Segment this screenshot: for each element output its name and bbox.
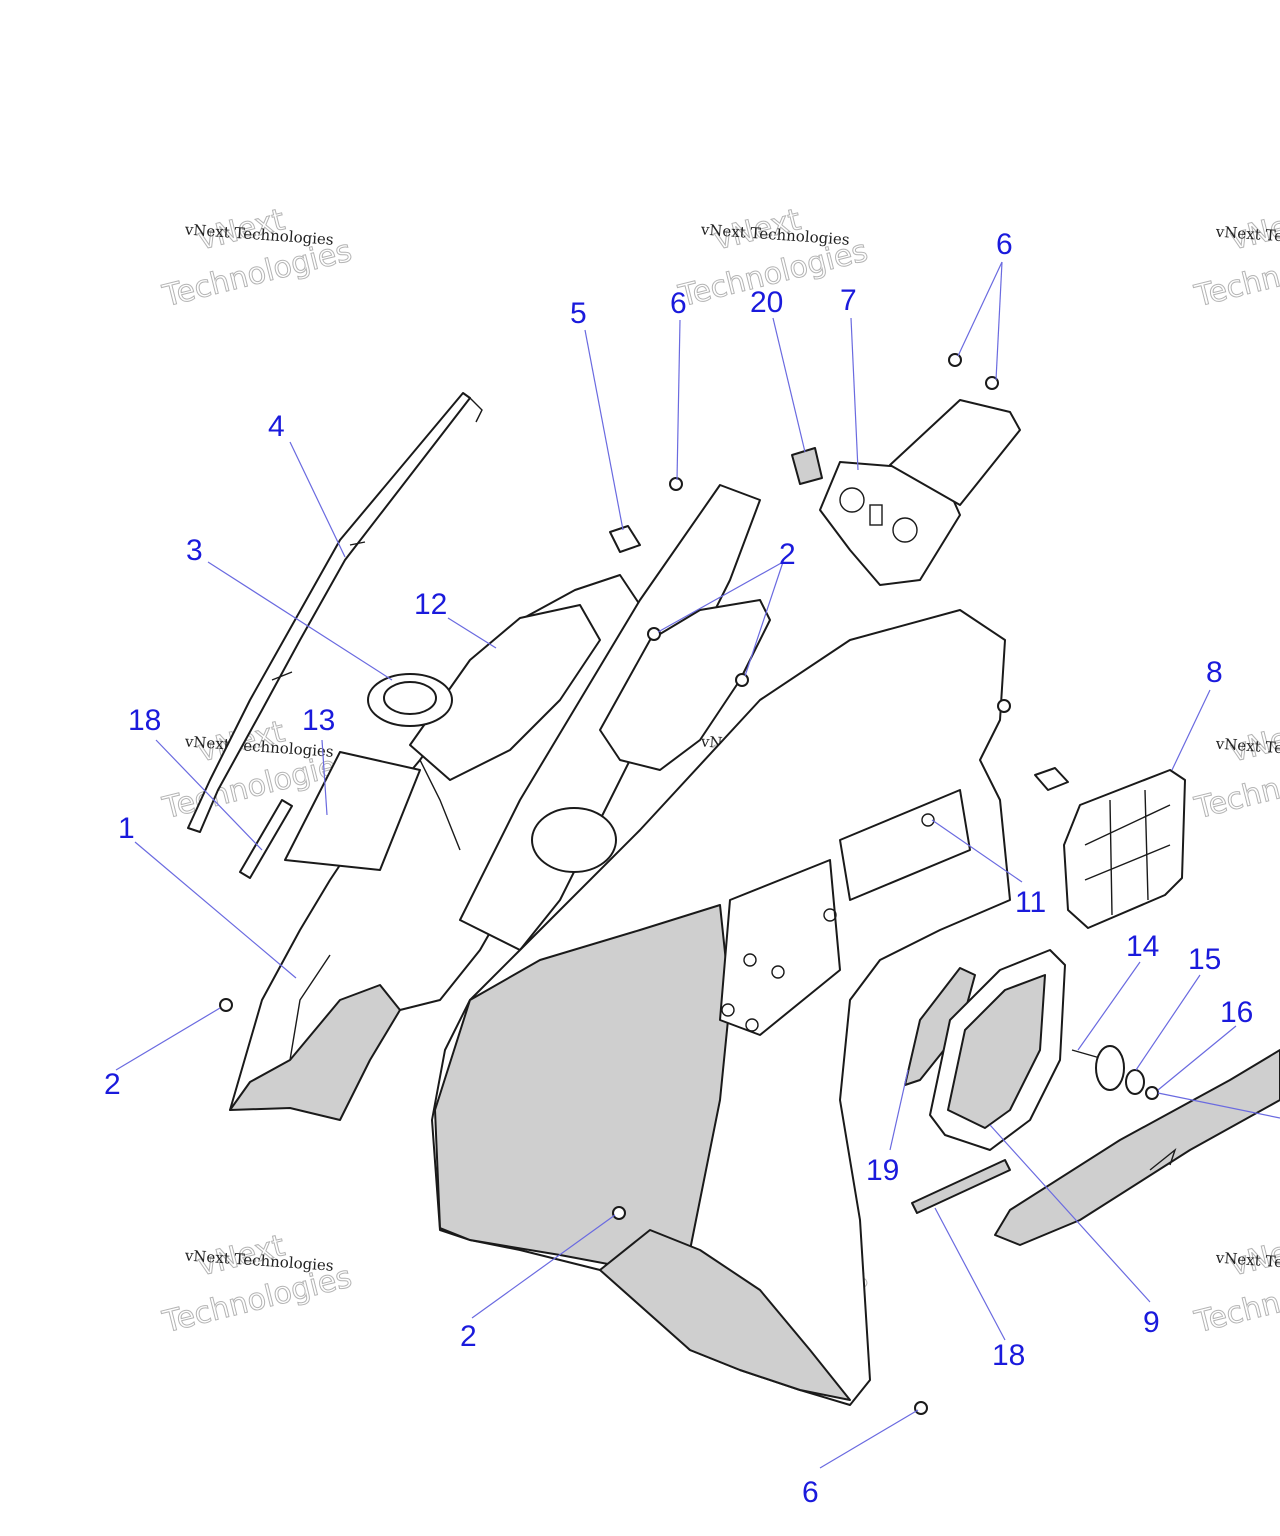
svg-text:Technolo: Technolo [1191, 760, 1280, 826]
callout-labels: 6 5 6 20 7 4 3 2 12 8 18 13 1 11 14 15 1… [104, 228, 1253, 1509]
callout-6-top-center: 6 [670, 287, 687, 320]
callout-14: 14 [1126, 930, 1159, 963]
watermark-top-right: vNe Technolo vNext Te [1190, 209, 1280, 315]
callout-3: 3 [186, 534, 203, 567]
callout-8: 8 [1206, 656, 1223, 689]
callout-5: 5 [570, 297, 587, 330]
callout-6-top-right: 6 [996, 228, 1013, 261]
svg-text:Technolo: Technolo [1191, 1274, 1280, 1340]
part-18-rod-left [239, 799, 293, 879]
part-5-speed-nut [609, 525, 641, 553]
callout-2-upper: 2 [779, 538, 796, 571]
leader-lines [115, 261, 1280, 1469]
callout-19: 19 [866, 1154, 899, 1187]
callout-2-left: 2 [104, 1068, 121, 1101]
callout-16: 16 [1220, 996, 1253, 1029]
callout-2-bottom: 2 [460, 1320, 477, 1353]
part-14-15-16-fastener-stack [1071, 1045, 1159, 1100]
part-18-rod-right [911, 1159, 1011, 1214]
callout-18-right: 18 [992, 1339, 1025, 1372]
svg-text:vNext Te: vNext Te [1214, 223, 1280, 246]
callout-15: 15 [1188, 943, 1221, 976]
part-12-top-panel [409, 604, 601, 781]
callout-11: 11 [1015, 886, 1046, 919]
part-9-duct [929, 949, 1066, 1151]
fastener-screws [219, 353, 1069, 1415]
watermark-bottom-right: vNe Technolo vNext Te [1190, 1235, 1280, 1341]
callout-4: 4 [268, 410, 285, 443]
watermark-top-left: vNext Technologies vNext Technologies [158, 202, 355, 315]
part-frame-upper-shroud [459, 484, 771, 951]
callout-1: 1 [118, 812, 135, 845]
callout-20: 20 [750, 286, 783, 319]
part-3-grommet-ring [367, 673, 453, 727]
part-7-bracket [819, 399, 1021, 586]
callout-6-bottom: 6 [802, 1476, 819, 1509]
watermark-bottom-left: vNext Technologies vNext Technologies [158, 1228, 355, 1341]
callout-9: 9 [1143, 1306, 1160, 1339]
callout-7: 7 [840, 284, 857, 317]
part-right-cover [994, 1049, 1280, 1246]
callout-12: 12 [414, 588, 447, 621]
part-right-side-panel [431, 609, 1011, 1406]
svg-text:vNext Te: vNext Te [1214, 1249, 1280, 1272]
callout-18-left: 18 [128, 704, 161, 737]
part-13-decal [284, 751, 421, 871]
callout-13: 13 [302, 704, 335, 737]
part-4-trim-strip [187, 392, 483, 833]
part-8-vent-grille [1063, 769, 1186, 929]
part-20-clip [791, 447, 823, 485]
svg-text:Technolo: Technolo [1191, 248, 1280, 314]
watermark-mid-right: vNe Technolo vNext Te [1190, 721, 1280, 827]
part-19-seal [904, 967, 976, 1086]
svg-text:vNext Te: vNext Te [1214, 735, 1280, 758]
